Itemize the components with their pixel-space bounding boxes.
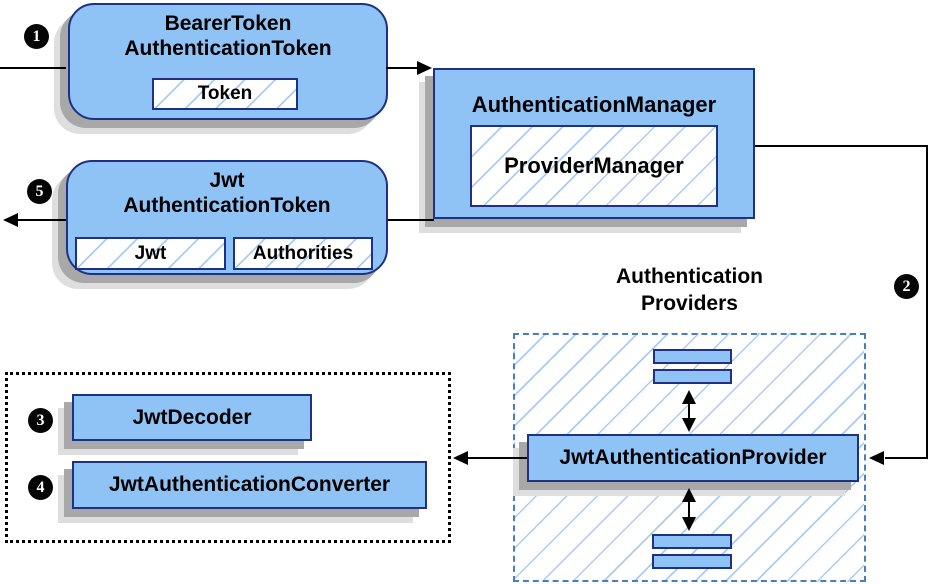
jwt-decoder-label: JwtDecoder	[132, 405, 252, 429]
step-3-badge: 3	[28, 408, 53, 433]
step-2-number: 2	[902, 277, 911, 295]
token-field: Token	[152, 78, 298, 110]
jwt-token-title-line2: AuthenticationToken	[123, 194, 331, 217]
step-4-badge: 4	[28, 475, 53, 500]
jwt-field: Jwt	[75, 237, 226, 270]
step-4-number: 4	[36, 478, 45, 496]
jwt-authentication-converter-node: JwtAuthenticationConverter	[72, 461, 427, 509]
bearer-token-title-line1: BearerToken	[164, 12, 292, 35]
arrow-to-authentication-manager-head	[417, 61, 432, 75]
authentication-providers-label: Authentication Providers	[513, 263, 866, 317]
provider-to-tools-head	[453, 451, 468, 465]
authentication-manager-title: AuthenticationManager	[471, 92, 717, 117]
jwt-authentication-converter-label: JwtAuthenticationConverter	[108, 473, 391, 496]
authentication-manager-node: AuthenticationManager ProviderManager	[433, 68, 755, 219]
provider-placeholder-rect-top-1	[653, 349, 732, 364]
jwt-token-title-line1: Jwt	[209, 169, 245, 192]
step-1-number: 1	[32, 27, 41, 45]
jwt-authentication-provider-label: JwtAuthenticationProvider	[559, 446, 827, 469]
manager-to-provider-head	[869, 451, 884, 465]
step-2-badge: 2	[894, 274, 919, 299]
authentication-providers-label-line2: Providers	[641, 292, 738, 315]
provider-placeholder-rect-bottom-1	[652, 534, 732, 549]
step-5-number: 5	[35, 182, 44, 200]
authorities-field-label: Authorities	[252, 242, 354, 264]
bearer-token-title-line2: AuthenticationToken	[124, 37, 332, 60]
step-3-number: 3	[36, 411, 45, 429]
provider-manager-field-label: ProviderManager	[504, 153, 684, 178]
jwt-authentication-token-node: Jwt AuthenticationToken Jwt Authorities	[66, 160, 388, 275]
step-1-badge: 1	[24, 24, 49, 49]
provider-placeholder-rect-bottom-2	[652, 554, 732, 569]
step-5-badge: 5	[27, 179, 52, 204]
jwt-authentication-provider-node: JwtAuthenticationProvider	[527, 434, 859, 482]
jwt-tools-group	[5, 372, 451, 543]
bearer-token-authentication-token-node: BearerToken AuthenticationToken Token	[68, 3, 388, 120]
provider-manager-field: ProviderManager	[470, 125, 718, 207]
authentication-providers-label-line1: Authentication	[616, 265, 763, 288]
provider-placeholder-rect-top-2	[653, 369, 732, 384]
jwt-field-label: Jwt	[134, 242, 167, 264]
response-out-head	[3, 213, 18, 227]
token-field-label: Token	[197, 83, 253, 104]
jwt-decoder-node: JwtDecoder	[72, 394, 312, 441]
authorities-field: Authorities	[233, 237, 373, 270]
